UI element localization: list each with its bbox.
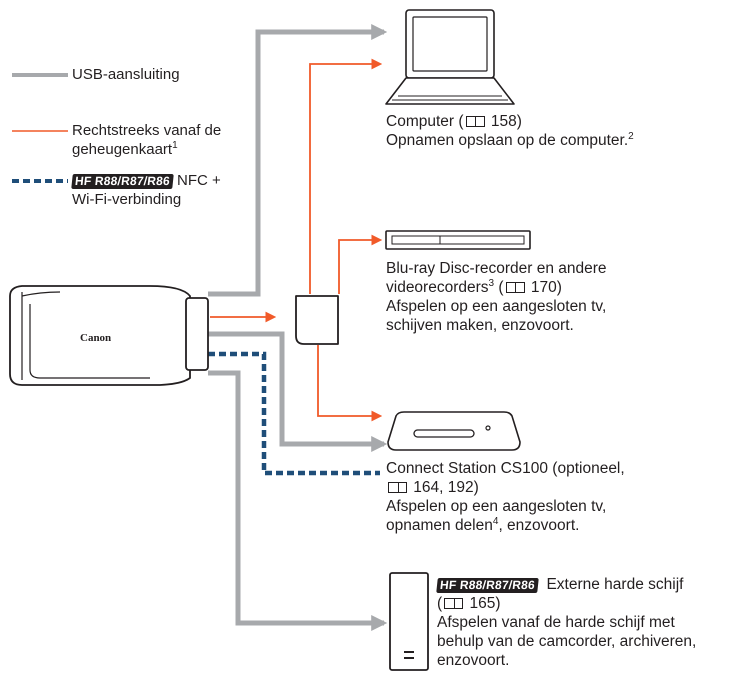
usb-wire-computer xyxy=(208,23,388,297)
usb-wire-connect-station xyxy=(208,331,388,453)
book-icon xyxy=(388,482,407,493)
connect-station-page-ref[interactable]: 164, 192) xyxy=(409,479,479,496)
legend-card-label: Rechtstreeks vanaf de geheugenkaart1 xyxy=(72,121,221,159)
hard-disk-description: HF R88/R87/R86 Externe harde schijf ( 16… xyxy=(436,575,697,670)
camcorder-brand: Canon xyxy=(80,332,111,344)
bluray-description: Blu-ray Disc-recorder en andere videorec… xyxy=(386,259,607,335)
computer-description: Computer ( 158) Opnamen opslaan op de co… xyxy=(386,112,634,150)
book-icon xyxy=(444,598,464,609)
bluray-line2: videorecorders xyxy=(386,279,489,296)
legend-usb-label: USB-aansluiting xyxy=(72,66,180,83)
external-hard-disk-icon xyxy=(389,572,429,671)
connect-station-line1: Connect Station CS100 (optioneel, xyxy=(386,460,625,477)
computer-title: Computer ( xyxy=(386,113,464,130)
legend-wifi-label: HF R88/R87/R86 NFC + Wi-Fi-verbinding xyxy=(71,171,221,209)
connect-station-icon xyxy=(387,411,521,451)
bluray-paren: ( xyxy=(494,279,504,296)
card-wire-bluray xyxy=(338,234,383,294)
hard-disk-line4: behulp van de camcorder, archiveren, xyxy=(437,633,697,650)
connect-station-footnote: 4 xyxy=(492,515,499,527)
camcorder-icon xyxy=(9,285,209,386)
laptop-icon xyxy=(385,9,515,105)
bluray-page-ref[interactable]: 170) xyxy=(526,279,562,296)
legend-card-line2: geheugenkaart xyxy=(72,141,173,158)
legend-card-footnote: 1 xyxy=(172,140,178,151)
hard-disk-line1: Externe harde schijf xyxy=(537,576,684,593)
hard-disk-line5: enzovoort. xyxy=(437,652,510,669)
computer-footnote: 2 xyxy=(628,130,634,142)
bluray-footnote: 3 xyxy=(488,277,495,289)
legend-wifi-line1: NFC + xyxy=(172,172,221,189)
disc-recorder-icon xyxy=(385,230,531,250)
hard-disk-line3: Afspelen vanaf de harde schijf met xyxy=(437,614,675,631)
computer-page-ref[interactable]: 158) xyxy=(486,113,522,130)
hard-disk-paren: ( xyxy=(437,595,443,612)
book-icon xyxy=(465,116,485,127)
wifi-wire-connect-station xyxy=(208,351,380,476)
usb-wire-hard-disk xyxy=(208,370,388,632)
model-badge: HF R88/R87/R86 xyxy=(71,174,174,189)
bluray-line3: Afspelen op een aangesloten tv, xyxy=(386,298,607,315)
connect-station-line4: opnamen delen xyxy=(386,517,493,534)
bluray-line4: schijven maken, enzovoort. xyxy=(386,317,574,334)
bluray-line1: Blu-ray Disc-recorder en andere xyxy=(386,260,607,277)
memory-card-icon xyxy=(295,295,339,345)
legend-card-line1: Rechtstreeks vanaf de xyxy=(72,122,222,139)
card-wire-computer xyxy=(309,58,383,294)
legend-wifi-line2: Wi-Fi-verbinding xyxy=(72,191,182,208)
connect-station-line4-end: , enzovoort. xyxy=(498,517,580,534)
model-badge: HF R88/R87/R86 xyxy=(436,578,539,593)
book-icon xyxy=(505,282,525,293)
computer-desc: Opnamen opslaan op de computer. xyxy=(386,132,629,149)
connect-station-line3: Afspelen op een aangesloten tv, xyxy=(386,498,607,515)
hard-disk-page-ref[interactable]: 165) xyxy=(465,595,501,612)
connect-station-description: Connect Station CS100 (optioneel, 164, 1… xyxy=(386,459,625,535)
card-wire-connect-station xyxy=(317,345,383,422)
